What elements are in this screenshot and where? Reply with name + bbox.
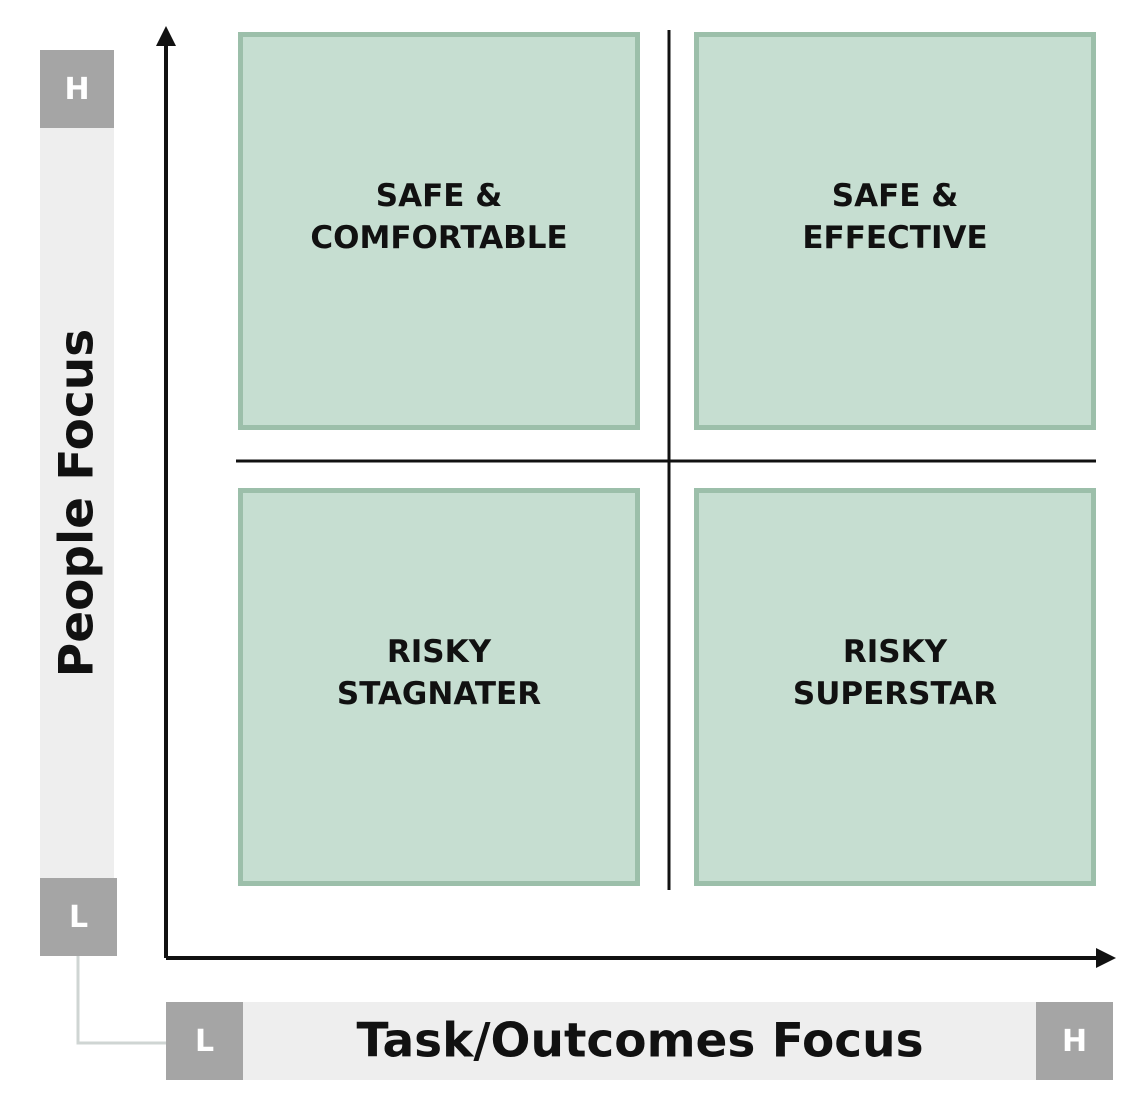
- x-axis-arrowhead: [1096, 948, 1116, 968]
- quadrant-top-right: SAFE & EFFECTIVE: [694, 32, 1096, 430]
- y-axis-arrowhead: [156, 26, 176, 46]
- y-axis-low-label: L: [40, 878, 117, 956]
- x-axis-title: Task/Outcomes Focus: [356, 1013, 924, 1069]
- quadrant-bottom-left: RISKY STAGNATER: [238, 488, 640, 886]
- y-axis-bar: [40, 50, 114, 956]
- quadrant-label: RISKY STAGNATER: [336, 634, 542, 712]
- quadrant-label: SAFE & COMFORTABLE: [310, 178, 568, 256]
- x-axis-low-label: L: [166, 1002, 243, 1080]
- x-axis-high-label: H: [1036, 1002, 1113, 1080]
- quadrant-label: SAFE & EFFECTIVE: [802, 178, 988, 256]
- y-axis-title: People Focus: [49, 328, 105, 678]
- x-axis-bar: [166, 1002, 1112, 1080]
- quadrant-label: RISKY SUPERSTAR: [792, 634, 998, 712]
- quadrant-bottom-right: RISKY SUPERSTAR: [694, 488, 1096, 886]
- y-axis-high-label: H: [40, 50, 114, 128]
- quadrant-top-left: SAFE & COMFORTABLE: [238, 32, 640, 430]
- connector-line: [76, 956, 166, 1045]
